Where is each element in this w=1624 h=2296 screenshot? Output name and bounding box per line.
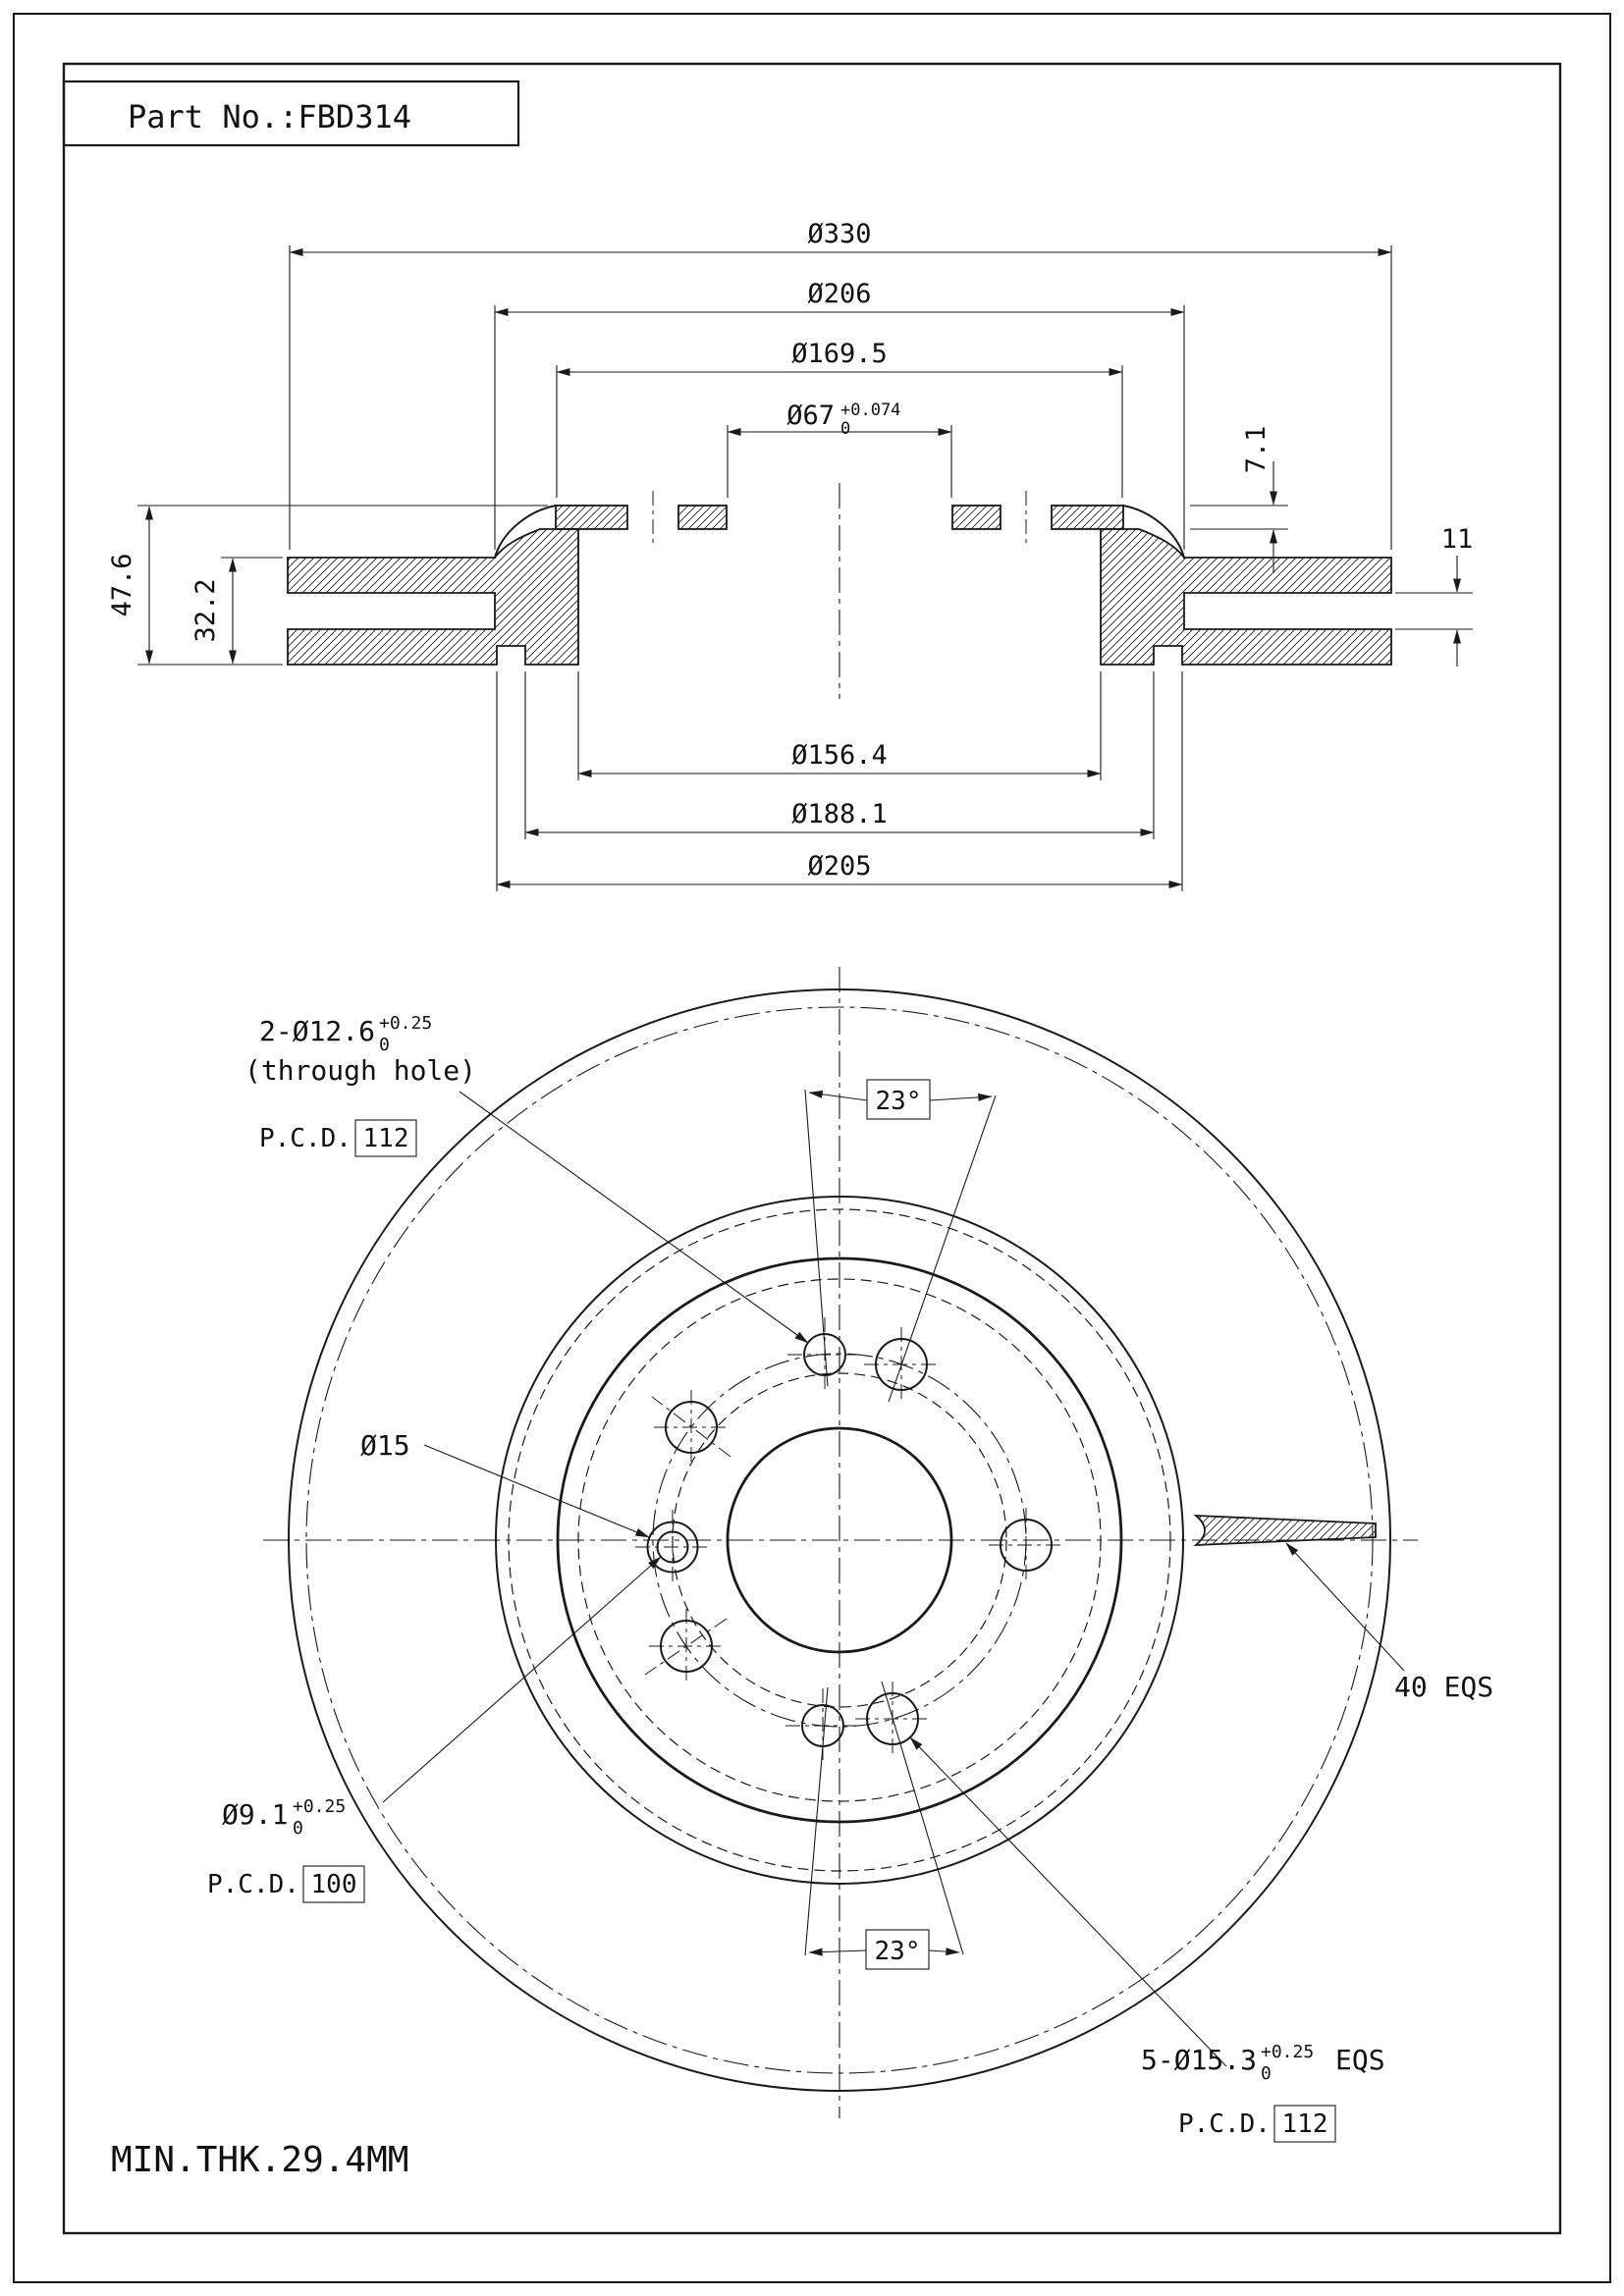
ring-right: [1100, 528, 1392, 666]
dim-vent-width: 11: [1395, 524, 1473, 667]
dim-total-height: 47.6: [107, 505, 548, 666]
front-view: 23° 23° 2-Ø12.6 +0.25 0 (through hole) P…: [207, 967, 1493, 2143]
section-hatching: [287, 504, 1392, 666]
dim-dia-188-1: Ø188.1: [524, 671, 1155, 839]
min-thickness-note: MIN.THK.29.4MM: [111, 2140, 408, 2180]
dim-vent-width-value: 11: [1441, 524, 1474, 555]
hat-top-circle: [556, 1256, 1123, 1824]
notes: MIN.THK.29.4MM: [111, 2140, 408, 2180]
dim-flange-thickness-value: 7.1: [1241, 426, 1272, 474]
vane-count-label: 40 EQS: [1394, 1671, 1493, 1703]
angle-bottom-value: 23°: [875, 1937, 921, 1966]
vane-detail: [1193, 1514, 1377, 1547]
dim-hat-top-diameter: Ø169.5: [791, 339, 888, 369]
dim-neck-diameter: Ø188.1: [791, 799, 888, 829]
outer-diameter-circle: [288, 988, 1391, 2092]
sheet-frame: [13, 13, 1611, 2283]
callout-vanes: 40 EQS: [1285, 1542, 1493, 1703]
bolt-holes-eqs: EQS: [1335, 2044, 1385, 2076]
dim-ring-inner-diameter: Ø205: [807, 851, 871, 881]
dim-flange-thickness: 7.1: [1190, 426, 1288, 573]
callout-counterbore: Ø15: [360, 1429, 650, 1538]
alignment-holes-pcd-label: P.C.D.: [259, 1124, 352, 1153]
pin-hole-pcd-value: 100: [311, 1870, 357, 1899]
disc-circles: [288, 988, 1391, 2092]
pin-hole-pcd-label: P.C.D.: [207, 1870, 299, 1899]
dim-pilot-bore: Ø67: [786, 400, 835, 431]
pin-hole-tol-minus: 0: [293, 1818, 303, 1839]
through-hole-note: (through hole): [244, 1054, 476, 1087]
part-number-label: Part No.:FBD314: [128, 98, 411, 135]
dim-outer-diameter: Ø330: [807, 219, 871, 249]
bolt-holes-pcd-label: P.C.D.: [1178, 2109, 1271, 2139]
dim-dia-169-5: Ø169.5: [556, 339, 1123, 498]
bolt-holes-tol-plus: +0.25: [1261, 2042, 1314, 2062]
dim-total-height-value: 47.6: [107, 553, 137, 616]
cavity-hidden-circle: [577, 1278, 1102, 1802]
hat-base-circle: [495, 1196, 1184, 1885]
bolt-holes-qty-dia: 5-Ø15.3: [1141, 2044, 1257, 2076]
pcd-box: [1273, 2105, 1336, 2143]
dim-pilot-bore-tol-minus: 0: [840, 419, 850, 439]
pcd-box: [354, 1119, 417, 1157]
alignment-holes-qty-dia: 2-Ø12.6: [259, 1015, 375, 1047]
dim-cavity-diameter: Ø156.4: [791, 740, 888, 771]
hat-wall-left: [493, 504, 558, 560]
ring-inner-hidden-circle: [508, 1208, 1171, 1872]
counterbore-dia-value: Ø15: [360, 1429, 410, 1462]
title-box: [62, 80, 520, 147]
callout-pin-hole: Ø9.1 +0.25 0 P.C.D. 100: [207, 1556, 662, 1903]
hole-center-marks: [635, 1317, 1063, 1763]
dim-dia-330: Ø330: [289, 219, 1392, 550]
pcd-box: [302, 1865, 365, 1903]
vane-section: [1193, 1514, 1377, 1547]
ring-left: [287, 528, 579, 666]
pilot-bore-circle: [726, 1426, 953, 1654]
section-view: Ø330 Ø206 Ø169.5 Ø67 +0.074 0 7.1: [107, 219, 1473, 891]
alignment-holes-tol-minus: 0: [379, 1035, 390, 1055]
alignment-holes-tol-plus: +0.25: [379, 1013, 432, 1034]
bolt-holes-tol-minus: 0: [1261, 2063, 1272, 2084]
angle-dim-top: 23°: [804, 1079, 997, 1403]
section-centerlines: [652, 483, 1027, 699]
angle-dim-bottom: 23°: [804, 1681, 964, 1970]
alignment-holes-pcd-value: 112: [363, 1124, 409, 1153]
dim-hat-base-diameter: Ø206: [807, 279, 871, 309]
angle-box: [866, 1079, 931, 1120]
dim-dia-67: Ø67 +0.074 0: [727, 400, 952, 498]
pin-hole-dia: Ø9.1: [222, 1798, 288, 1831]
dim-dia-206: Ø206: [494, 279, 1185, 550]
dim-dia-156-4: Ø156.4: [577, 671, 1102, 780]
pin-hole-tol-plus: +0.25: [293, 1796, 346, 1817]
callout-alignment-holes: 2-Ø12.6 +0.25 0 (through hole) P.C.D. 11…: [244, 1013, 809, 1344]
flange-right-inner: [951, 505, 1001, 530]
angle-top-value: 23°: [876, 1087, 922, 1116]
angle-box: [865, 1929, 930, 1970]
flange-left-inner: [677, 505, 728, 530]
dim-dia-205: Ø205: [496, 671, 1183, 891]
bolt-holes-pcd-value: 112: [1282, 2109, 1328, 2139]
dim-ring-thickness-value: 32.2: [190, 578, 221, 642]
flange-right-outer: [1051, 505, 1124, 530]
flange-left-outer: [555, 505, 628, 530]
callout-bolt-holes: 5-Ø15.3 +0.25 0 EQS P.C.D. 112: [909, 1736, 1385, 2143]
dim-pilot-bore-tol-plus: +0.074: [840, 400, 900, 420]
dim-ring-thickness: 32.2: [190, 557, 283, 665]
hat-wall-right: [1121, 504, 1186, 560]
friction-band-circle: [305, 1006, 1374, 2074]
title-block: Part No.:FBD314: [62, 80, 520, 147]
